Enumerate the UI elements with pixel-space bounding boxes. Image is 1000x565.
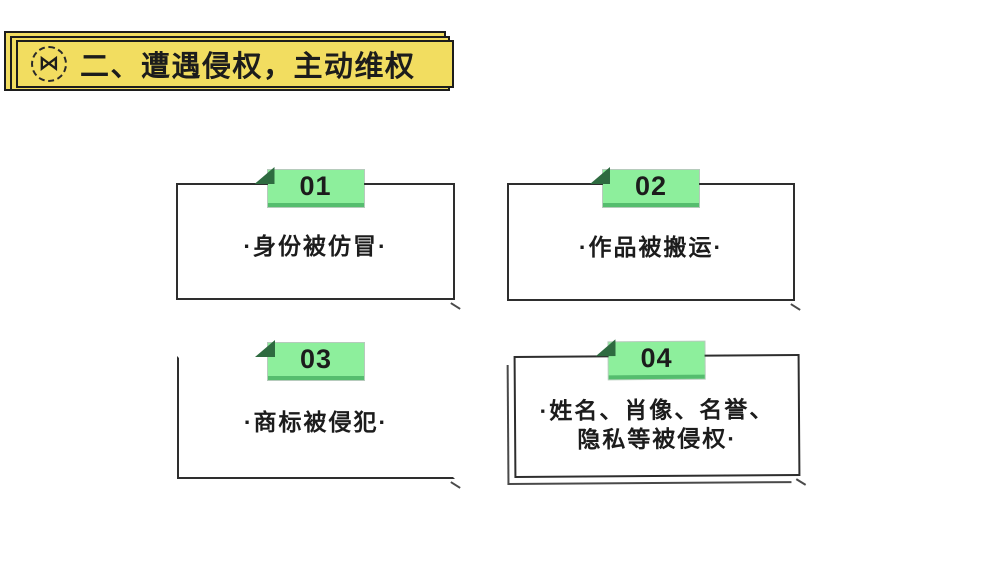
- card-number: 02: [634, 171, 668, 201]
- butterfly-icon: ⋈: [31, 46, 67, 82]
- card-text-line: ·作品被搬运·: [578, 233, 724, 260]
- card-number: 03: [299, 344, 333, 374]
- card-01: 01 ·身份被仿冒·: [169, 167, 455, 307]
- card-03-number-tab: 03: [255, 340, 364, 380]
- card-02-number-tab: 02: [590, 167, 699, 207]
- ribbon-fold-corner: [595, 339, 615, 356]
- card-04-text: ·姓名、肖像、名誉、 隐私等被侵权·: [540, 395, 775, 454]
- card-number: 04: [640, 342, 673, 374]
- card-text-line: ·商标被侵犯·: [243, 409, 389, 436]
- ribbon-fold-corner: [254, 167, 275, 184]
- card-text-line: 隐私等被侵权·: [577, 425, 738, 453]
- page-title: 二、遭遇侵权，主动维权: [80, 51, 416, 83]
- card-02: 02 ·作品被搬运·: [500, 167, 795, 308]
- card-text-line: ·身份被仿冒·: [243, 233, 388, 260]
- card-04: 04 ·姓名、肖像、名誉、 隐私等被侵权·: [513, 354, 801, 478]
- section-header-banner: ⋈ 二、遭遇侵权，主动维权: [16, 40, 454, 88]
- card-03-text: ·商标被侵犯·: [244, 408, 388, 437]
- card-02-text: ·作品被搬运·: [579, 233, 723, 262]
- card-04-number-tab: 04: [608, 342, 705, 380]
- card-number: 01: [299, 171, 332, 201]
- butterfly-icon-glyph: ⋈: [38, 51, 60, 75]
- ribbon-fold-corner: [255, 340, 275, 357]
- ribbon-fold-corner: [590, 167, 610, 184]
- card-01-text: ·身份被仿冒·: [243, 232, 387, 261]
- card-03: 03 ·商标被侵犯·: [170, 340, 455, 486]
- card-01-number-tab: 01: [254, 167, 364, 207]
- card-text-line: ·姓名、肖像、名誉、: [539, 396, 775, 425]
